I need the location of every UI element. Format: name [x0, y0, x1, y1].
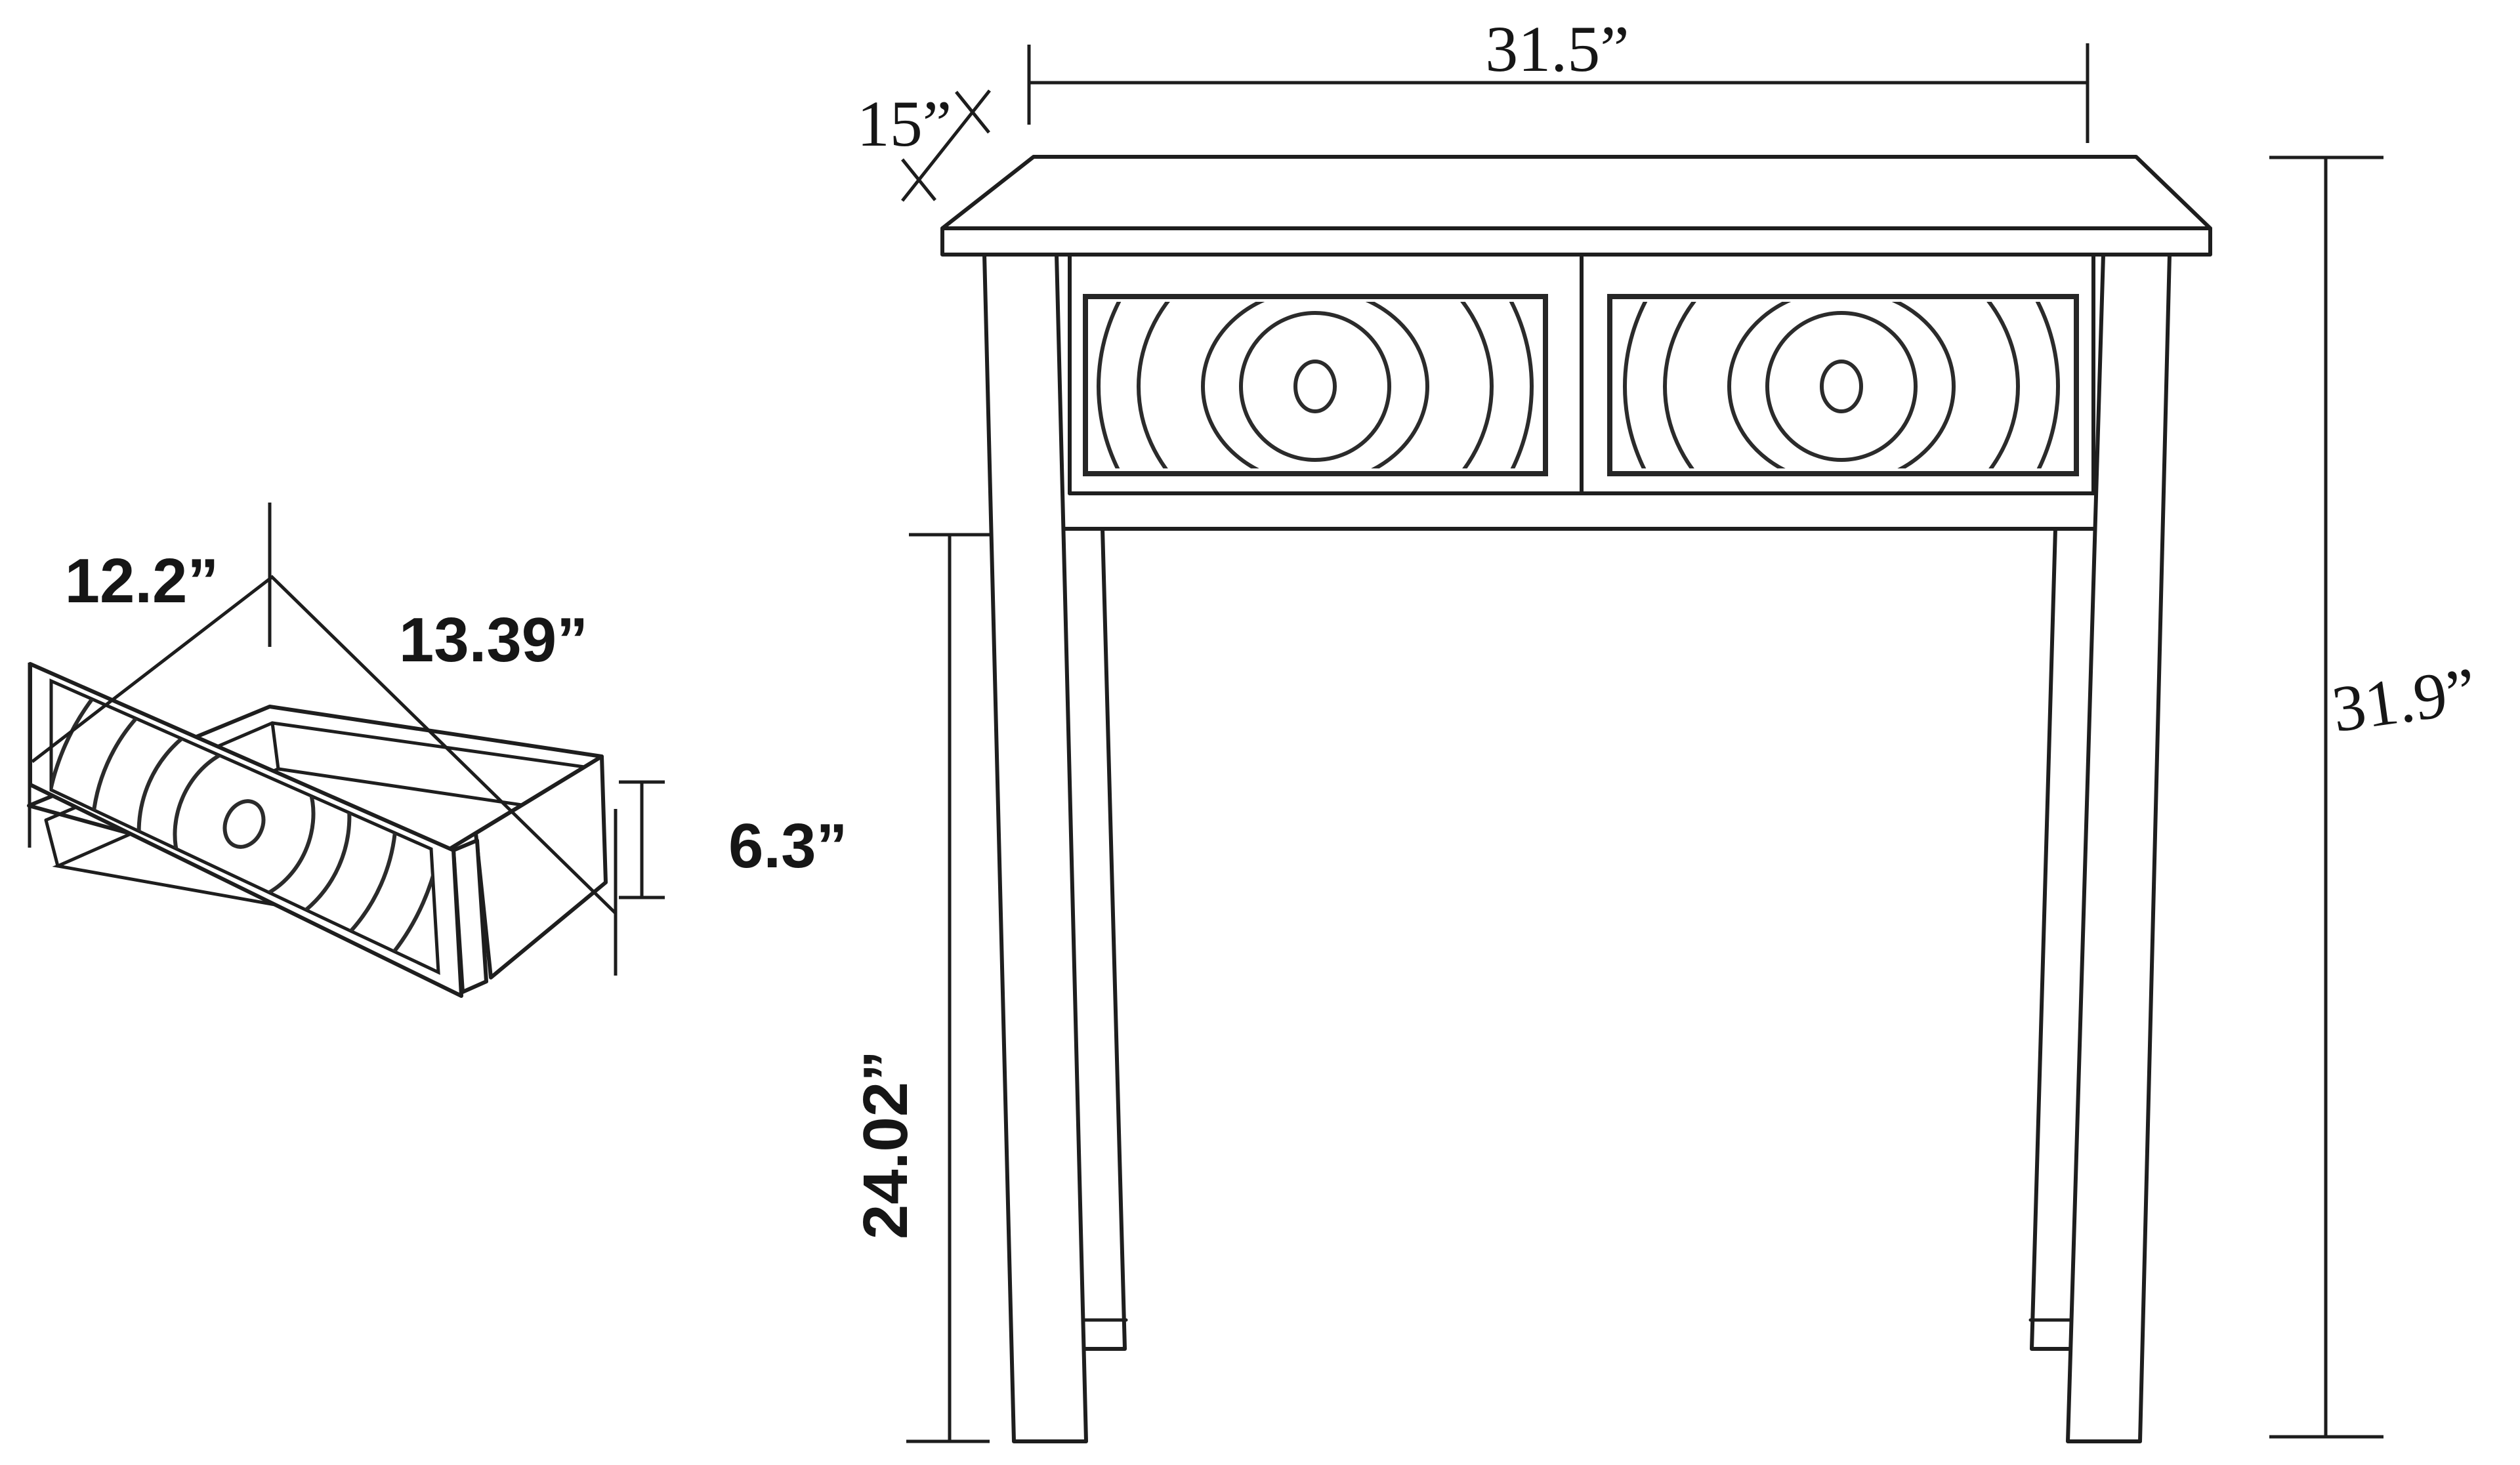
dim-label-drawer-height: 6.3” [728, 811, 847, 881]
dim-drawer-width: 12.2” [28, 503, 273, 848]
drawer-carcass [1055, 254, 2105, 531]
dim-label-overall-height: 31.9” [2328, 654, 2481, 746]
dim-overall-height: 31.9” [2269, 155, 2481, 1439]
table-front-view [940, 155, 2212, 1443]
dim-leg-height: 24.02” [850, 533, 991, 1443]
right-drawer-circle-pattern [1623, 302, 2060, 468]
dim-label-top-width: 31.5” [1485, 12, 1629, 85]
dim-drawer-depth: 13.39” [270, 575, 618, 976]
left-drawer-circle-pattern [1097, 302, 1534, 468]
drawer-detail-view: 12.2” 13.39” 6.3” [27, 503, 847, 998]
left-drawer-front [1083, 294, 1548, 476]
tabletop [940, 155, 2212, 257]
dim-drawer-height: 6.3” [619, 780, 847, 899]
dim-top-width: 31.5” [1027, 12, 2090, 143]
dim-label-drawer-width: 12.2” [65, 546, 219, 616]
right-drawer-front [1607, 294, 2079, 476]
dim-label-leg-height: 24.02” [850, 1050, 921, 1239]
dim-top-depth: 15” [857, 87, 991, 202]
dim-label-top-depth: 15” [857, 87, 952, 160]
drawer-dimensions: 12.2” 13.39” 6.3” [28, 503, 847, 976]
dim-label-drawer-depth: 13.39” [399, 605, 588, 675]
